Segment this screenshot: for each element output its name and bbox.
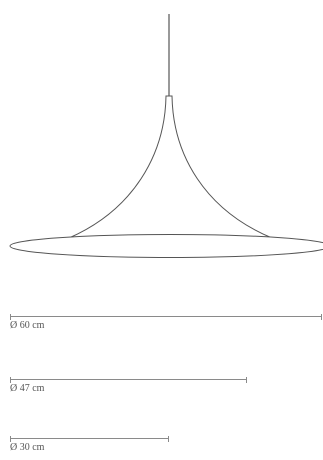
- size-option-47: Ø 47 cm: [0, 377, 323, 401]
- lamp-shade: [68, 95, 273, 239]
- size-option-30: Ø 30 cm: [0, 436, 323, 460]
- size-label-60: Ø 60 cm: [10, 320, 45, 331]
- dimension-line-47: [10, 377, 247, 383]
- dimension-line-60: [10, 314, 322, 320]
- size-option-60: Ø 60 cm: [0, 314, 323, 338]
- lamp-rim: [9, 234, 323, 258]
- size-label-47: Ø 47 cm: [10, 383, 45, 394]
- size-label-30: Ø 30 cm: [10, 442, 45, 453]
- pendant-lamp-icon: [9, 14, 323, 258]
- dimension-line-30: [10, 436, 169, 442]
